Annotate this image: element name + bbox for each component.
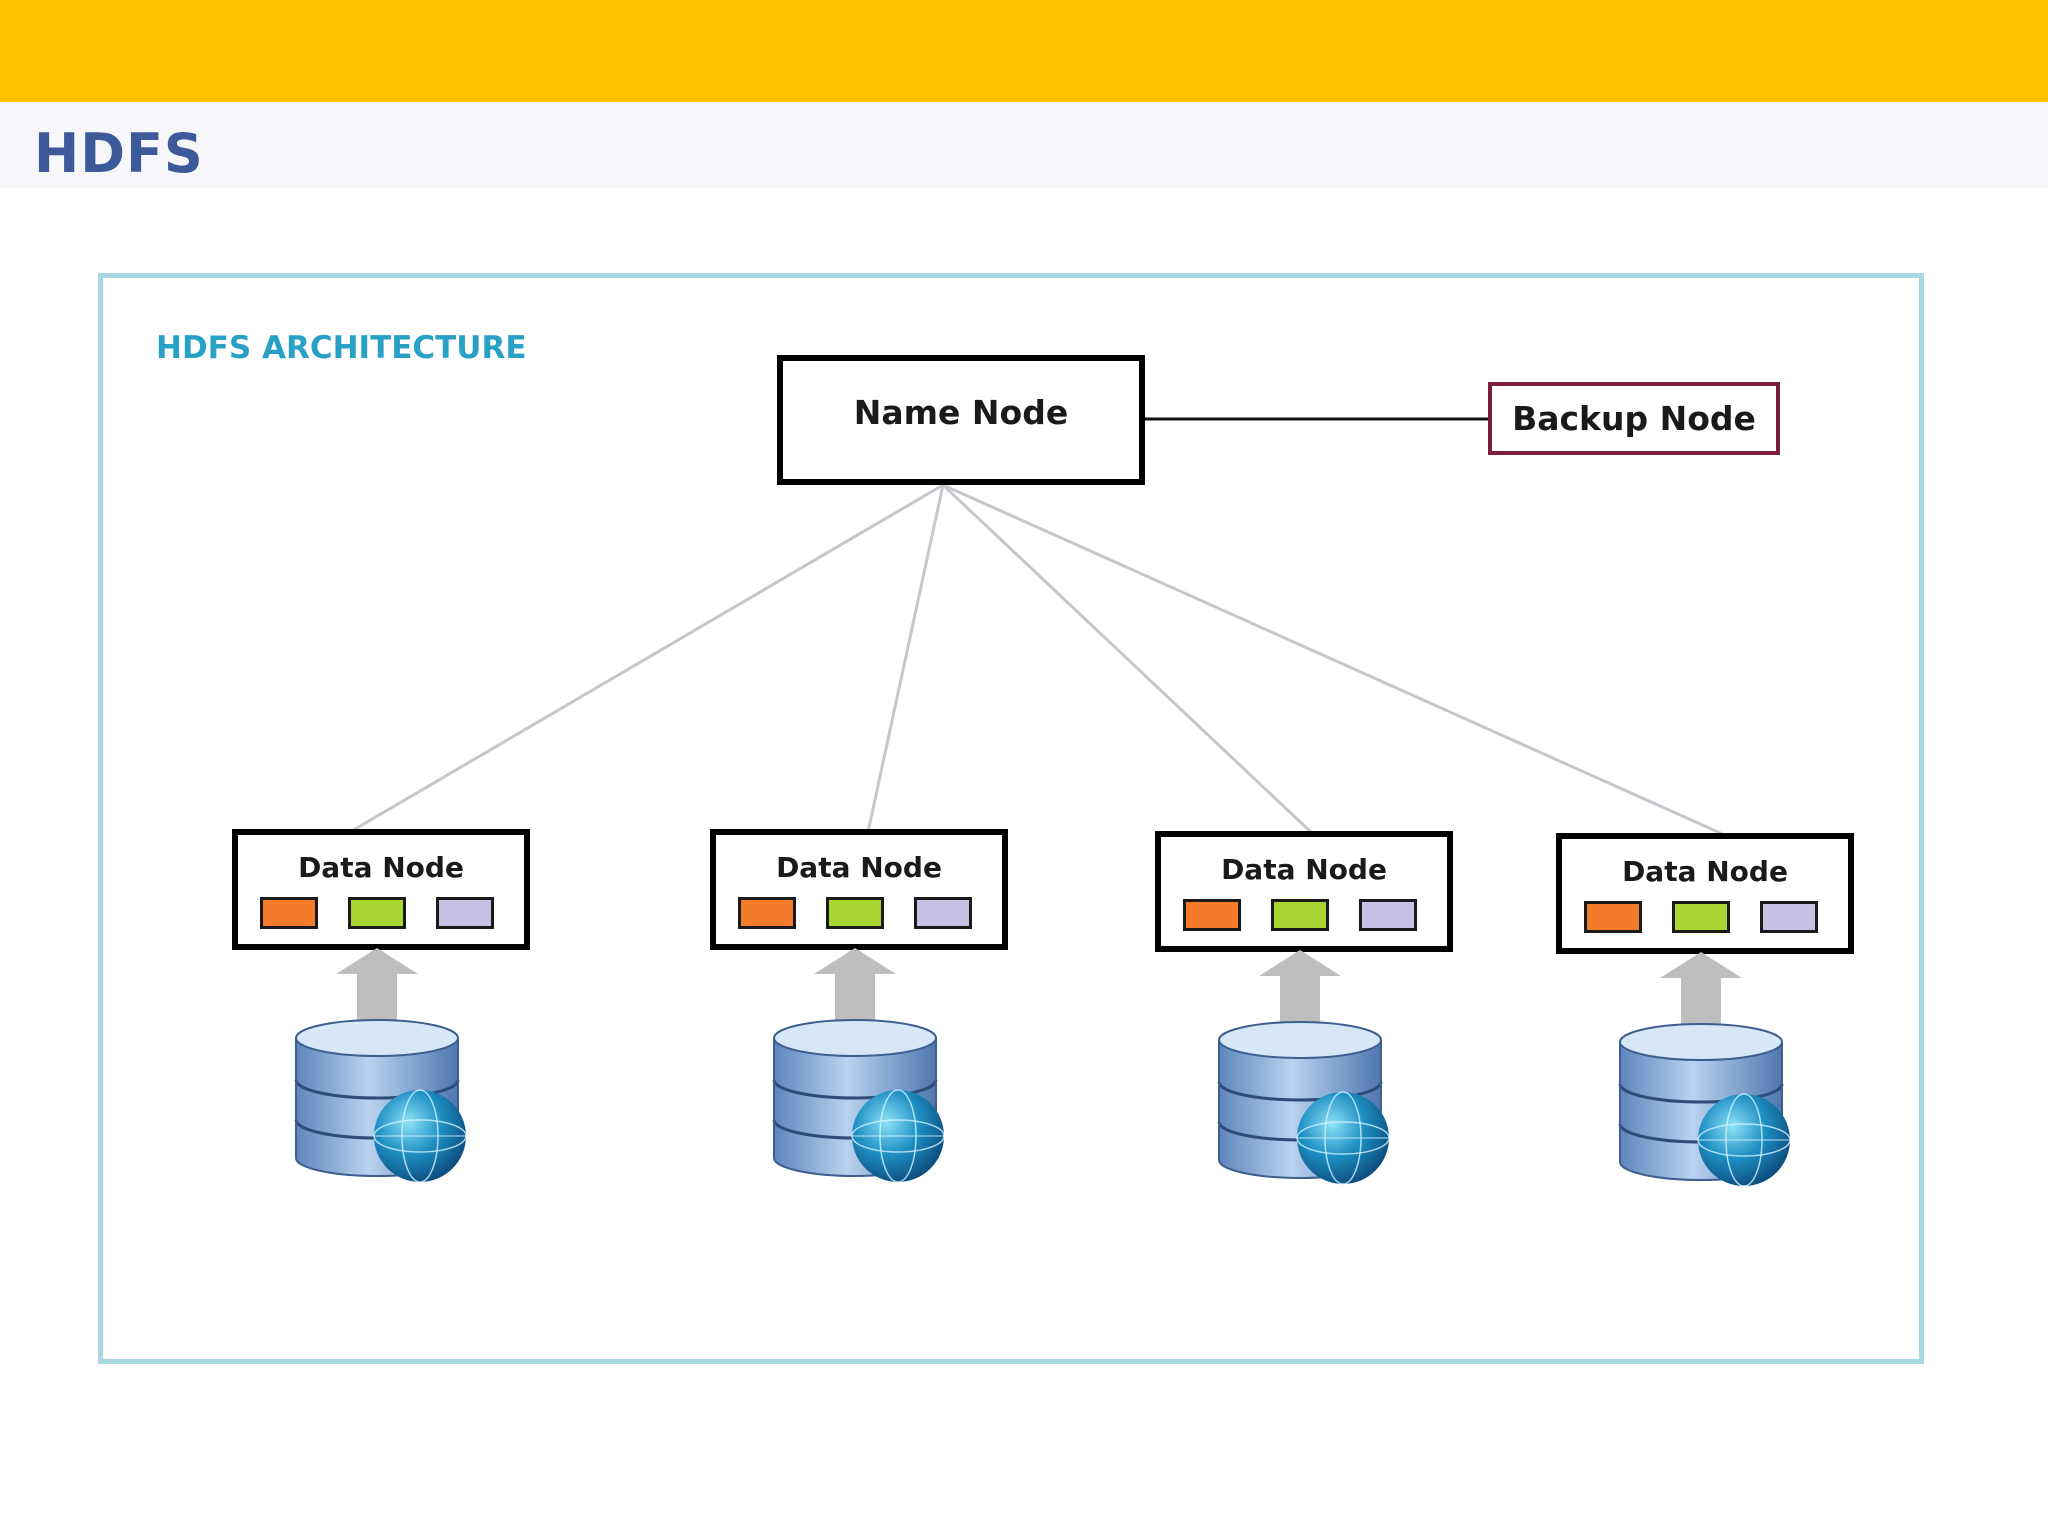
slide-title: HDFS xyxy=(34,122,204,185)
storage-unit-3 xyxy=(1217,950,1390,1185)
globe-icon xyxy=(1697,1093,1791,1187)
data-node-label: Data Node xyxy=(298,851,464,884)
bidirectional-arrow-icon xyxy=(1660,952,1742,1060)
data-node-1: Data Node xyxy=(232,829,530,950)
data-block-green xyxy=(1271,899,1329,931)
data-block-orange xyxy=(738,897,796,929)
title-band xyxy=(0,102,2048,188)
storage-unit-4 xyxy=(1618,952,1791,1187)
diagram-heading: HDFS ARCHITECTURE xyxy=(156,330,527,366)
link-data-node-3 xyxy=(941,483,1315,836)
data-block-green xyxy=(348,897,406,929)
data-block-green xyxy=(1672,901,1730,933)
link-data-node-1 xyxy=(349,483,944,834)
data-node-2: Data Node xyxy=(710,829,1008,950)
data-block-lavender xyxy=(1760,901,1818,933)
name-node-label: Name Node xyxy=(853,392,1069,432)
link-data-node-4 xyxy=(942,483,1728,838)
data-node-label: Data Node xyxy=(1221,853,1387,886)
data-block-lavender xyxy=(1359,899,1417,931)
data-node-label: Data Node xyxy=(776,851,942,884)
name-node: Name Node xyxy=(777,355,1145,485)
data-block-orange xyxy=(260,897,318,929)
storage-unit-2 xyxy=(772,948,945,1183)
data-block-green xyxy=(826,897,884,929)
globe-icon xyxy=(851,1089,945,1183)
link-data-node-2 xyxy=(866,484,945,833)
data-block-orange xyxy=(1584,901,1642,933)
data-node-3: Data Node xyxy=(1155,831,1453,952)
backup-node: Backup Node xyxy=(1488,382,1780,455)
backup-node-label: Backup Node xyxy=(1512,399,1756,438)
top-accent-bar xyxy=(0,0,2048,102)
bidirectional-arrow-icon xyxy=(814,948,896,1056)
data-block-lavender xyxy=(914,897,972,929)
globe-icon xyxy=(373,1089,467,1183)
bidirectional-arrow-icon xyxy=(336,948,418,1056)
storage-unit-1 xyxy=(294,948,467,1183)
bidirectional-arrow-icon xyxy=(1259,950,1341,1058)
data-node-label: Data Node xyxy=(1622,855,1788,888)
data-node-4: Data Node xyxy=(1556,833,1854,954)
data-block-orange xyxy=(1183,899,1241,931)
data-block-lavender xyxy=(436,897,494,929)
globe-icon xyxy=(1296,1091,1390,1185)
